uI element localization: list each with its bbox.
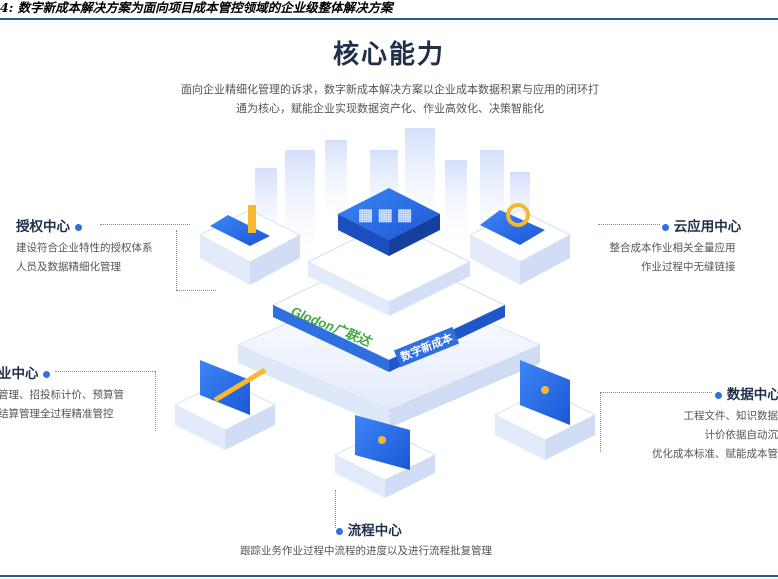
flow-tree-icon (378, 436, 386, 444)
business-leader-vertical (155, 371, 156, 431)
bottom-divider (0, 575, 778, 577)
auth-leader-vertical (176, 230, 177, 290)
business-center-desc: 管理、招投标计价、预算管 结算管理全过程精准管控 (0, 386, 124, 424)
page-title: 核心能力 (332, 40, 445, 70)
auth-center-desc: 建设符合企业特性的授权体系 人员及数据精细化管理 (16, 239, 153, 277)
cloud-desc-line-1: 整合成本作业相关全量应用 (609, 242, 736, 254)
process-leader-vertical (335, 490, 336, 528)
connector-dot (662, 223, 669, 231)
auth-desc-line-1: 建设符合企业特性的授权体系 (16, 242, 153, 254)
business-desc-line-1: 管理、招投标计价、预算管 (0, 389, 124, 401)
process-center-title-text: 流程中心 (347, 523, 402, 539)
process-desc-line-1: 跟踪业务作业过程中流程的进度以及进行流程批复管理 (240, 545, 492, 557)
intro-line-1: 面向企业精细化管理的诉求，数字新成本解决方案以企业成本数据积累与应用的闭环打 (181, 83, 599, 96)
cloud-desc-line-2: 作业过程中无缝链接 (641, 261, 736, 273)
process-center-desc: 跟踪业务作业过程中流程的进度以及进行流程批复管理 (240, 542, 492, 561)
cloud-leader-line (598, 224, 660, 225)
cloud-center-desc: 整合成本作业相关全量应用 作业过程中无缝链接 (606, 239, 736, 277)
data-center-desc: 工程文件、知识数据 计价依据自动沉 优化成本标准、赋能成本管 (633, 407, 778, 464)
cloud-center-title-text: 云应用中心 (673, 219, 742, 235)
cloud-block (468, 203, 572, 285)
data-desc-line-2: 计价依据自动沉 (704, 429, 778, 441)
data-network-icon (541, 386, 549, 394)
process-block (333, 415, 437, 498)
auth-desc-line-2: 人员及数据精细化管理 (16, 261, 121, 273)
business-block (173, 360, 277, 450)
caption-divider (0, 18, 778, 20)
auth-center-title: 授权中心 (16, 215, 82, 235)
data-desc-line-1: 工程文件、知识数据 (683, 410, 778, 422)
process-center-title: 流程中心 (336, 519, 402, 539)
connector-dot (336, 527, 343, 535)
intro-line-2: 通为核心，赋能企业实现数据资产化、作业高效化、决策智能化 (236, 102, 544, 115)
data-center-title: 数据中心 (715, 383, 778, 403)
auth-leader-bottom (176, 290, 216, 291)
business-desc-line-2: 结算管理全过程精准管控 (0, 408, 114, 420)
business-center-title: 业中心 (0, 362, 51, 382)
intro-text: 面向企业精细化管理的诉求，数字新成本解决方案以企业成本数据积累与应用的闭环打 通… (180, 80, 600, 118)
cloud-link-icon (506, 203, 530, 227)
key-icon (248, 205, 256, 233)
data-center-title-text: 数据中心 (726, 387, 778, 403)
connector-dot (715, 391, 722, 399)
business-leader-line (55, 371, 155, 372)
figure-caption: 4: 数字新成本解决方案为面向项目成本管控领域的企业级整体解决方案 (0, 0, 393, 15)
data-block (493, 360, 597, 460)
data-desc-line-3: 优化成本标准、赋能成本管 (652, 448, 778, 460)
svg-text:▦ ▦ ▦: ▦ ▦ ▦ (358, 207, 412, 224)
data-leader-vertical (600, 392, 601, 452)
cloud-center-title: 云应用中心 (662, 215, 741, 235)
checklist-chart-icon (213, 367, 267, 403)
auth-center-title-text: 授权中心 (16, 219, 70, 235)
connector-dot (74, 223, 82, 231)
data-leader-line (600, 392, 712, 393)
auth-block (198, 205, 302, 285)
business-center-title-text: 业中心 (0, 366, 39, 382)
auth-leader-line (100, 224, 190, 225)
connector-dot (43, 370, 51, 378)
